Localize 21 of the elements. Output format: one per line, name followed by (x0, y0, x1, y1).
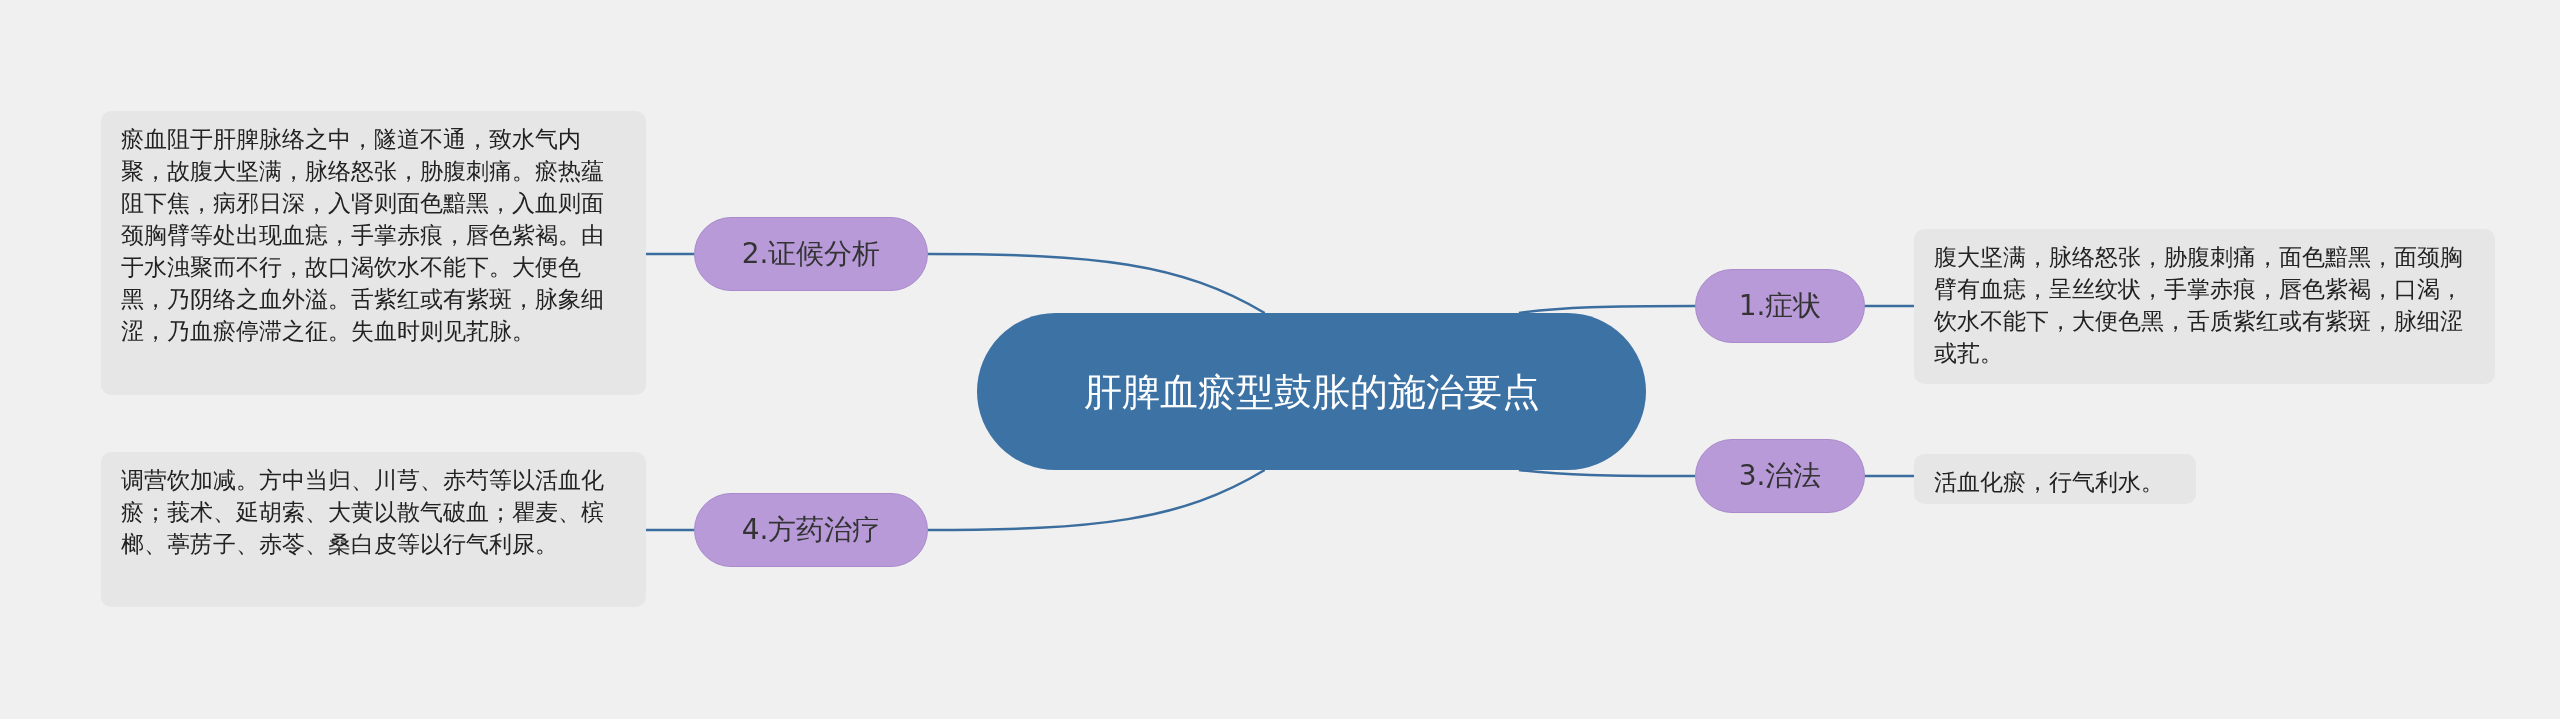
detail-text: 腹大坚满，脉络怒张，胁腹刺痛，面色黯黑，面颈胸臂有血痣，呈丝纹状，手掌赤痕，唇色紫褐，口渴，饮水不能下，大便色黑，舌质紫红或有紫斑，脉细涩或芤。 (1934, 243, 2464, 368)
branch-label: 1.症状 (1738, 288, 1822, 324)
branch-label: 4.方药治疗 (741, 512, 881, 548)
detail-note (1914, 229, 2495, 384)
detail-note (101, 452, 646, 607)
connector-line (1865, 304, 1914, 308)
detail-text: 活血化瘀，行气利水。 (1934, 468, 2164, 497)
connector-line (928, 252, 1266, 315)
detail-note (101, 111, 646, 395)
detail-text: 瘀血阻于肝脾脉络之中，隧道不通，致水气内聚，故腹大坚满，脉络怒张，胁腹刺痛。瘀热蕴阻下焦，病邪日深，入肾则面色黯黑，入血则面颈胸臂等处出现血痣，手掌赤痕，唇色紫褐。由于水浊聚而不行，故口渴饮水不能下。大便色黑，乃阴络之血外溢。舌紫红或有紫斑，脉象细涩，乃血瘀停滞之征。失血时则见芤脉。 (121, 125, 605, 346)
detail-text: 调营饮加减。方中当归、川芎、赤芍等以活血化瘀；莪术、延胡索、大黄以散气破血；瞿麦、槟榔、葶苈子、赤苓、桑白皮等以行气利尿。 (121, 466, 605, 559)
connector-line (646, 528, 694, 532)
connector-line (1518, 304, 1695, 315)
connector-line (928, 468, 1266, 532)
topic-title: 肝脾血瘀型鼓胀的施治要点 (1082, 368, 1541, 416)
detail-note (1914, 454, 2196, 504)
connector-line (1518, 468, 1695, 478)
branch-label: 3.治法 (1738, 458, 1822, 494)
branch-label: 2.证候分析 (741, 236, 881, 272)
connector-line (1865, 474, 1914, 478)
connector-line (646, 252, 694, 256)
